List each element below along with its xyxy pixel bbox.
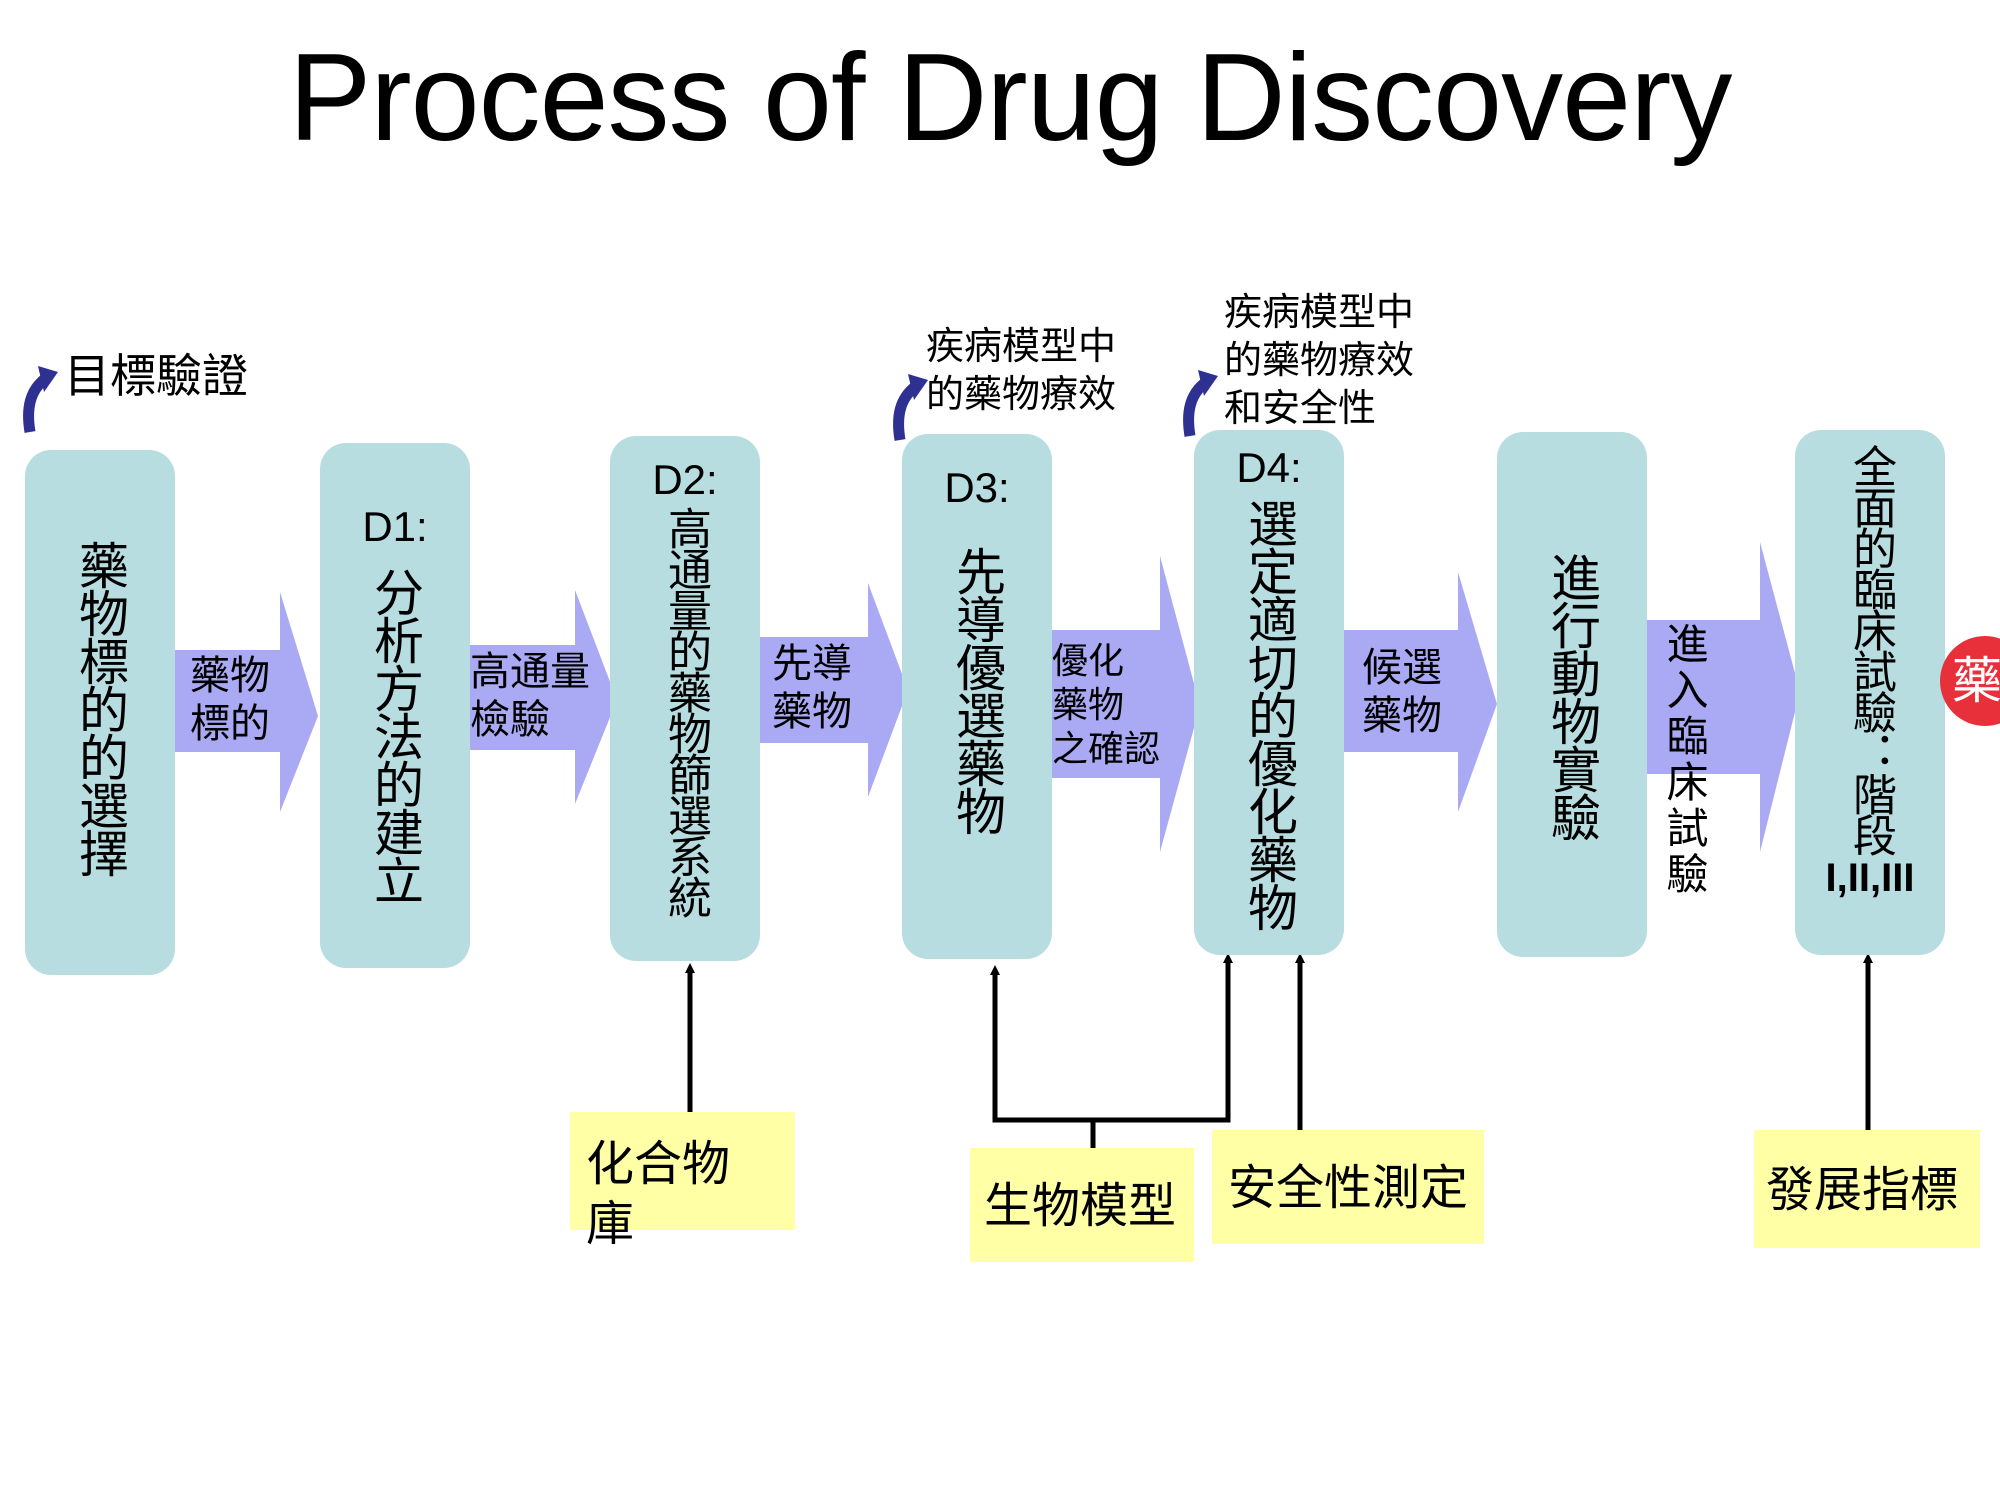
note-line: 的藥物療效 bbox=[926, 372, 1117, 416]
page-title: Process of Drug Discovery bbox=[288, 29, 1733, 167]
input-dev-indicators: 發展指標 bbox=[1754, 1130, 1980, 1248]
box-d1: D1: 分析方法的建立 bbox=[320, 443, 470, 968]
box-text: 先導優選藥物 bbox=[948, 546, 1006, 834]
flow-arrow-3 bbox=[758, 583, 908, 797]
box-label: D1: bbox=[362, 503, 428, 550]
arrow-label-line: 標的 bbox=[190, 701, 270, 747]
note-line: 疾病模型中 bbox=[1224, 290, 1415, 334]
box-animal-studies: 進行動物實驗 bbox=[1497, 432, 1647, 957]
note-line: 疾病模型中 bbox=[926, 324, 1117, 368]
arrow-label-line: 藥物 bbox=[1052, 685, 1125, 726]
box-text: 高通量的藥物篩選系統 bbox=[660, 506, 711, 916]
box-label: D2: bbox=[652, 456, 718, 503]
box-d4: D4: 選定適切的優化藥物 bbox=[1194, 430, 1344, 955]
arrow-label-line: 藥物 bbox=[772, 689, 852, 735]
flow-arrow-4 bbox=[1048, 556, 1200, 852]
arrow-label-candidate: 候選 藥物 bbox=[1362, 644, 1442, 740]
box-text: 分析方法的建立 bbox=[366, 567, 424, 903]
curved-arrowhead-d3 bbox=[908, 374, 928, 400]
input-compound-library: 化合物 庫 bbox=[570, 1112, 795, 1252]
input-line: 化合物 bbox=[586, 1136, 731, 1192]
note-d4: 疾病模型中 的藥物療效 和安全性 bbox=[1224, 288, 1414, 432]
arrow-label-lead: 先導 藥物 bbox=[772, 640, 852, 736]
arrow-label-line: 優化 bbox=[1052, 641, 1125, 682]
arrow-label-line: 檢驗 bbox=[470, 697, 550, 743]
arrow-label-line: 先導 bbox=[772, 641, 852, 687]
arrow-label-enter-clinical: 進入臨床試驗 bbox=[1660, 622, 1709, 898]
note-line: 的藥物療效 bbox=[1224, 338, 1415, 382]
input-bio-models: 生物模型 bbox=[970, 1148, 1194, 1262]
box-label: D3: bbox=[944, 464, 1010, 511]
connector-bio-models bbox=[990, 965, 1096, 1148]
arrow-label-line: 藥物 bbox=[1362, 693, 1442, 739]
curved-arrowhead-target bbox=[38, 366, 58, 392]
box-label: D4: bbox=[1236, 444, 1302, 491]
box-d3: D3: 先導優選藥物 bbox=[902, 434, 1052, 959]
box-suffix: I,II,III bbox=[1825, 856, 1915, 900]
arrow-label-line: 高通量 bbox=[470, 649, 590, 695]
connector-bio-models-d4 bbox=[1093, 953, 1233, 1123]
input-safety-testing: 安全性測定 bbox=[1212, 1130, 1484, 1244]
arrow-label-optimized: 優化 藥物 之確認 bbox=[1052, 640, 1160, 772]
curved-arrowhead-d4 bbox=[1198, 370, 1218, 396]
box-text: 全面的臨床試驗：階段 bbox=[1845, 444, 1896, 854]
arrow-label-line: 藥物 bbox=[190, 653, 270, 699]
input-line: 庫 bbox=[586, 1196, 635, 1252]
note-target-validation: 目標驗證 bbox=[64, 349, 248, 403]
arrow-label-drug-target: 藥物 標的 bbox=[190, 652, 270, 748]
note-d3: 疾病模型中 的藥物療效 bbox=[926, 322, 1116, 418]
arrow-label-line: 候選 bbox=[1362, 645, 1442, 691]
note-line: 和安全性 bbox=[1224, 386, 1377, 430]
flow-arrow-2 bbox=[468, 590, 617, 804]
arrow-label-line: 之確認 bbox=[1052, 729, 1161, 770]
flow-arrow-6 bbox=[1645, 542, 1800, 852]
box-d2: D2: 高通量的藥物篩選系統 bbox=[610, 436, 760, 961]
box-text: 選定適切的優化藥物 bbox=[1240, 498, 1298, 930]
flow-arrow-5 bbox=[1343, 572, 1497, 812]
box-text: 藥物標的的選擇 bbox=[71, 540, 129, 876]
arrow-label-hts: 高通量 檢驗 bbox=[470, 648, 590, 744]
box-clinical-trials: 全面的臨床試驗：階段 I,II,III bbox=[1795, 430, 1945, 955]
flow-arrow-1 bbox=[172, 592, 318, 812]
box-target-selection: 藥物標的的選擇 bbox=[25, 450, 175, 975]
box-text: 進行動物實驗 bbox=[1543, 552, 1601, 840]
